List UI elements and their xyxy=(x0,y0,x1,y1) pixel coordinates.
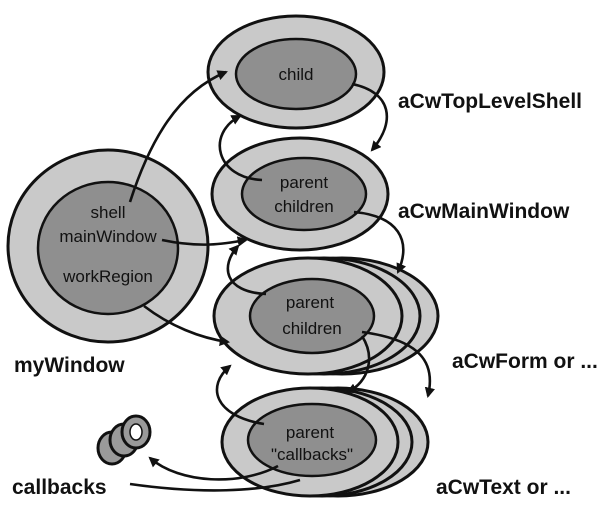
mainwindow-slot-parent: parent xyxy=(280,173,328,192)
mywindow-label: myWindow xyxy=(14,354,125,377)
callbacks-label: callbacks xyxy=(12,476,107,499)
mywindow-slot-mainwindow: mainWindow xyxy=(59,227,157,246)
mywindow-object: shell mainWindow workRegion xyxy=(6,148,210,344)
reference-arrows xyxy=(128,70,435,492)
mainwindow-object: parent children xyxy=(210,136,390,252)
text-object: parent "callbacks" xyxy=(220,386,430,498)
text-slot-parent: parent xyxy=(286,423,334,442)
form-slot-children: children xyxy=(282,319,342,338)
mainwindow-label: aCwMainWindow xyxy=(398,200,570,223)
form-label: aCwForm or ... xyxy=(452,350,598,373)
form-slot-parent: parent xyxy=(286,293,334,312)
mainwindow-slot-children: children xyxy=(274,197,334,216)
arrow-toplevelshell-child-to-mainwindow xyxy=(351,82,388,152)
mywindow-slot-workregion: workRegion xyxy=(62,267,153,286)
callbacks-icon xyxy=(96,414,152,466)
arrow-workregion-to-form xyxy=(143,304,231,346)
arrow-text-parent-to-form xyxy=(215,364,265,426)
mywindow-slot-shell: shell xyxy=(91,203,126,222)
arrow-text-callbacks-to-icon xyxy=(148,456,279,481)
arrow-form-children-to-text-2 xyxy=(346,335,371,394)
arrow-form-children-to-text xyxy=(361,330,435,399)
arrow-mainwindow-parent-to-toplevelshell xyxy=(218,114,263,182)
arrow-text-to-callbacks-label xyxy=(129,478,301,492)
toplevelshell-object: child xyxy=(206,14,386,130)
arrow-mainwindow-to-mainwindow-object xyxy=(161,236,249,247)
text-label: aCwText or ... xyxy=(436,476,571,499)
toplevelshell-label: aCwTopLevelShell xyxy=(398,90,582,113)
arrow-shell-to-toplevelshell xyxy=(128,70,228,203)
arrow-form-parent-to-mainwindow xyxy=(226,244,267,296)
text-slot-callbacks: "callbacks" xyxy=(271,445,353,464)
arrow-mainwindow-children-to-form xyxy=(353,210,407,274)
form-object: parent children xyxy=(212,256,440,376)
toplevelshell-slot-child: child xyxy=(279,65,314,84)
